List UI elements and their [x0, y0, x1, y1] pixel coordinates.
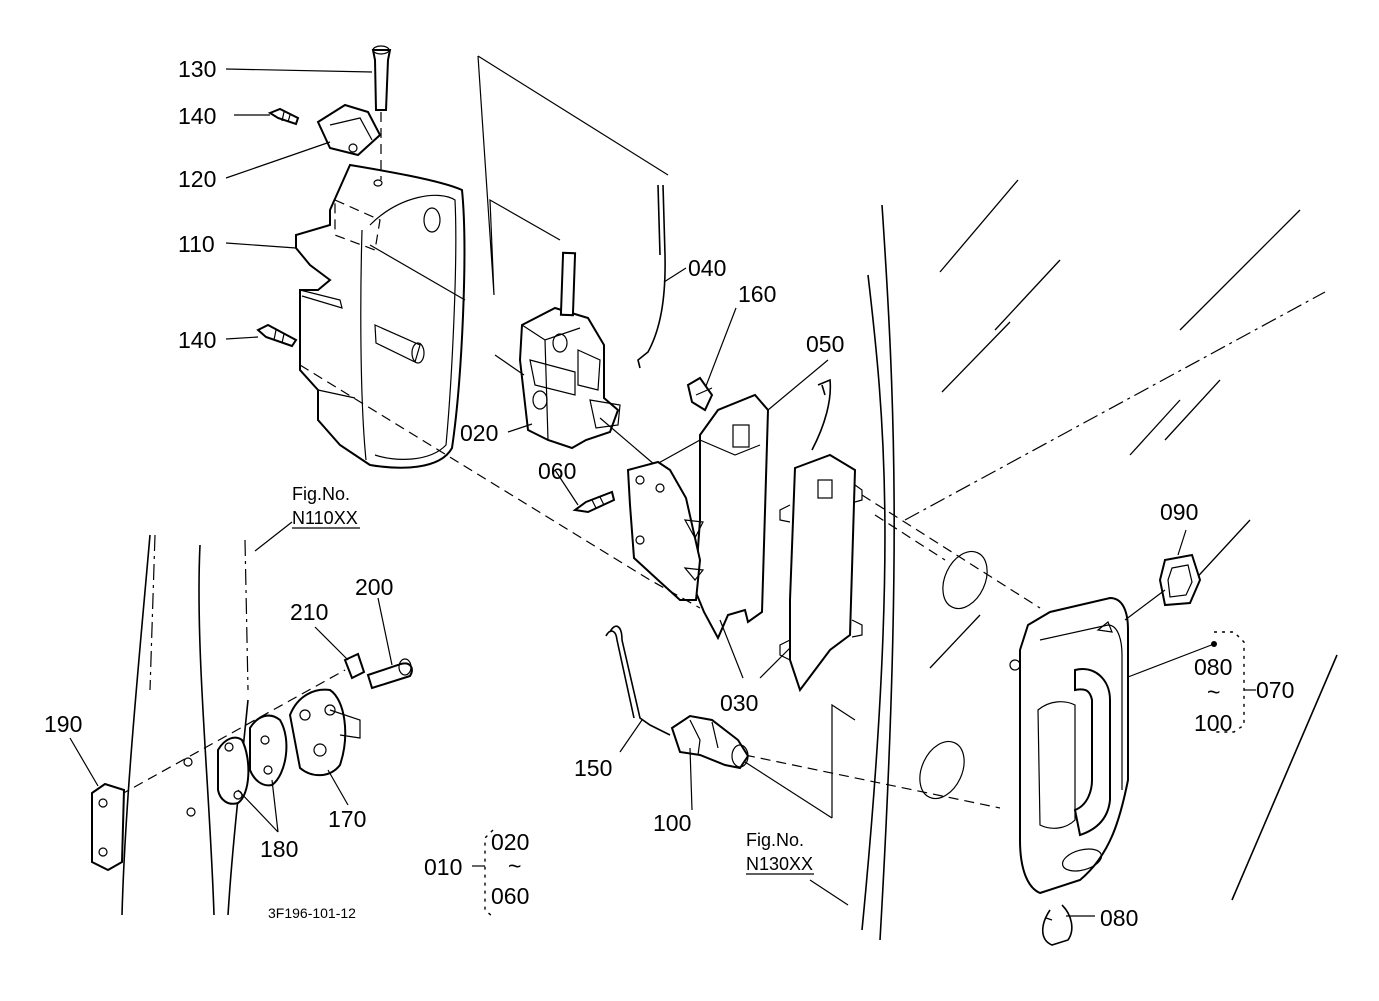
spring-050	[811, 378, 832, 451]
door-edge	[121, 204, 1338, 941]
label-170: 170	[328, 806, 366, 832]
fig-ref-n130-code: N130XX	[746, 854, 813, 874]
label-050: 050	[806, 331, 844, 357]
label-110: 110	[178, 231, 215, 257]
label-160: 160	[738, 281, 776, 307]
rod-150	[605, 625, 671, 736]
gasket-090	[1124, 553, 1202, 621]
label-020-range: 020	[491, 829, 529, 855]
glass-hatching	[929, 179, 1301, 669]
latch-cover	[295, 163, 466, 469]
hinge-assembly	[119, 652, 413, 805]
leader-030	[299, 364, 1041, 679]
label-020: 020	[460, 420, 498, 446]
label-180: 180	[260, 836, 298, 862]
label-140-lower: 140	[178, 327, 216, 353]
label-060: 060	[538, 458, 576, 484]
label-leaders	[69, 68, 1187, 917]
drawing-code: 3F196-101-12	[268, 905, 356, 921]
fig-ref-n110-code: N110XX	[292, 508, 358, 528]
door-handle-070	[1009, 596, 1129, 895]
bracket-030	[626, 393, 770, 641]
label-100: 100	[653, 810, 691, 836]
label-040: 040	[688, 255, 726, 281]
bracket-070	[1127, 631, 1256, 733]
label-080-in-070: 080	[1194, 654, 1232, 680]
label-130: 130	[178, 56, 216, 82]
label-010-tilde: ~	[508, 853, 521, 879]
label-070: 070	[1256, 677, 1294, 703]
label-200: 200	[355, 574, 393, 600]
label-100-in-070: 100	[1194, 710, 1232, 736]
clip-080	[1041, 904, 1073, 946]
label-030: 030	[720, 690, 758, 716]
label-010: 010	[424, 854, 462, 880]
plate-030	[779, 453, 863, 693]
key-cylinder-100	[670, 714, 833, 819]
fig-ref-n110-caption: Fig.No.	[292, 484, 350, 504]
bracket-010	[472, 829, 494, 918]
label-140-upper: 140	[178, 103, 216, 129]
door-latch-020	[494, 251, 621, 450]
bolt-160	[686, 376, 714, 412]
screw-140-upper	[267, 107, 300, 126]
fig-ref-n130-caption: Fig.No.	[746, 830, 804, 850]
label-150: 150	[574, 755, 612, 781]
rod-040	[637, 184, 666, 369]
label-090: 090	[1160, 499, 1198, 525]
label-060-range: 060	[491, 883, 529, 909]
label-190: 190	[44, 711, 82, 737]
label-080: 080	[1100, 905, 1138, 931]
door-gaskets	[744, 514, 1001, 809]
label-080-tilde: ~	[1207, 679, 1220, 705]
screw-140-lower	[256, 323, 298, 348]
screw-060	[572, 490, 616, 514]
figure-references: Fig.No. N110XX Fig.No. N130XX	[292, 484, 814, 875]
pin-130	[371, 45, 392, 187]
label-210: 210	[290, 599, 328, 625]
part-labels: 130 140 120 110 140 040 160 050 020 060 …	[44, 56, 1294, 931]
label-120: 120	[178, 166, 216, 192]
plate-190	[91, 782, 126, 872]
bracket-120	[316, 103, 382, 157]
